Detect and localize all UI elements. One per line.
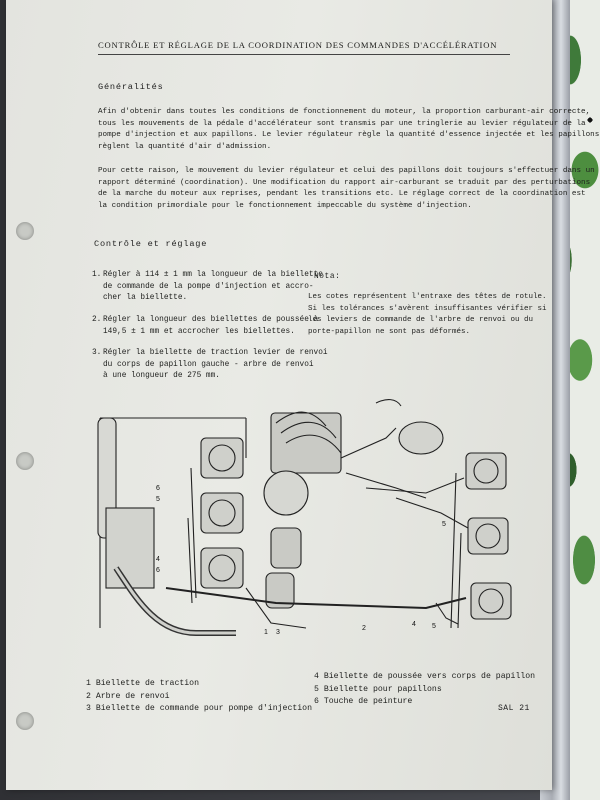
legend-right: 4 Biellette de poussée vers corps de pap… <box>314 671 535 709</box>
step-1: 1. Régler à 114 ± 1 mm la longueur de la… <box>92 270 323 310</box>
throttle-valve <box>473 458 499 484</box>
legend-item: 1 Biellette de traction <box>86 679 200 688</box>
legend-left: 1 Biellette de traction 2 Arbre de renvo… <box>86 678 312 716</box>
filter-cap <box>398 421 444 455</box>
callout-label: 5 <box>156 496 160 503</box>
right-linkage <box>365 477 469 625</box>
step-line: 149,5 ± 1 mm et accrocher les biellettes… <box>103 327 295 336</box>
section-heading-generalites: Généralités <box>98 82 164 92</box>
note-line: Si les tolérances s'avèrent insuffisante… <box>308 304 547 313</box>
right-push-rods <box>450 472 462 629</box>
throttle-valve <box>208 444 236 472</box>
step-line: Régler à 114 ± 1 mm la longueur de la bi… <box>103 271 323 279</box>
step-number: 1. <box>92 271 102 279</box>
step-line: de commande de la pompe d'injection et a… <box>103 282 314 291</box>
left-block <box>105 507 155 589</box>
cylinder <box>265 572 295 609</box>
paragraph-line: Pour cette raison, le mouvement du levie… <box>98 167 595 175</box>
throttle-body-right-2 <box>467 517 509 555</box>
callout-label: 6 <box>156 567 160 574</box>
intake-pipe-inner <box>114 567 236 635</box>
note-block: Nota: Les cotes représentent l'entraxe d… <box>308 272 547 342</box>
legend-item: 4 Biellette de poussée vers corps de pap… <box>314 672 536 681</box>
step-line: à une longueur de 275 mm. <box>103 372 220 381</box>
injection-lines <box>275 411 342 454</box>
page-code: SAL 21 <box>498 704 530 713</box>
callout-label: 2 <box>362 625 366 632</box>
throttle-body-left-1 <box>200 437 244 479</box>
step-number: 2. <box>92 316 102 324</box>
throttle-valve <box>475 523 501 549</box>
pump-drive <box>263 470 309 516</box>
callout-label: 6 <box>156 485 160 492</box>
legend-item: 5 Biellette pour papillons <box>314 684 442 694</box>
document-page: CONTRÔLE ET RÉGLAGE DE LA COORDINATION D… <box>6 0 599 790</box>
relay-shaft <box>165 587 467 610</box>
note-line: porte-papillon ne sont pas déformés. <box>308 327 471 336</box>
paragraph-line: rapport déterminé (coordination). Une mo… <box>98 178 591 187</box>
callout-label: 4 <box>412 621 416 628</box>
paragraph-line: la condition primordiale pour le fonctio… <box>98 201 472 210</box>
punch-hole <box>16 452 34 470</box>
throttle-body-left-3 <box>200 547 244 589</box>
throttle-valve <box>208 554 236 582</box>
punch-hole <box>16 712 34 730</box>
throttle-valve <box>208 499 236 527</box>
legend-item: 3 Biellette de commande pour pompe d'inj… <box>86 704 313 714</box>
paragraph-line: tous les mouvements de la pédale d'accél… <box>98 119 586 128</box>
legend-item: 6 Touche de peinture <box>314 697 413 707</box>
link-rod <box>345 472 427 499</box>
cylinder <box>270 527 302 569</box>
section-heading-controle: Contrôle et réglage <box>94 239 208 249</box>
traction-rod <box>245 587 307 629</box>
throttle-valve <box>478 588 504 614</box>
note-line: Les cotes représentent l'entraxe des têt… <box>308 293 547 301</box>
header-divider <box>98 54 510 55</box>
callout-label: 3 <box>276 629 280 636</box>
paragraph-coordination: Pour cette raison, le mouvement du levie… <box>98 166 595 212</box>
note-line: les leviers de commande de l'arbre de re… <box>308 316 534 325</box>
push-rod-left <box>187 467 197 604</box>
paragraph-line: de la marche du moteur aux reprises, pen… <box>98 190 586 199</box>
callout-label: 1 <box>264 629 268 636</box>
step-2: 2. Régler la longueur des biellettes de … <box>92 315 318 343</box>
paragraph-line: pompe d'injection et aux papillons. Le l… <box>98 131 600 140</box>
link-rod <box>340 427 397 459</box>
step-number: 3. <box>92 349 102 357</box>
linkage-diagram: 6 5 4 6 1 3 2 4 5 5 <box>97 399 512 636</box>
punch-hole <box>16 222 34 240</box>
step-3: 3. Régler la biellette de traction levie… <box>92 348 328 388</box>
note-label: Nota: <box>314 273 341 281</box>
paragraph-line: règlent la quantité d'air d'admission. <box>98 142 272 151</box>
throttle-body-right-3 <box>470 582 512 620</box>
callout-label: 5 <box>432 623 436 630</box>
page-title: CONTRÔLE ET RÉGLAGE DE LA COORDINATION D… <box>98 40 498 50</box>
paragraph-intro: Afin d'obtenir dans toutes les condition… <box>98 107 599 153</box>
throttle-body-left-2 <box>200 492 244 534</box>
paragraph-line: Afin d'obtenir dans toutes les condition… <box>98 108 591 116</box>
outlet <box>375 399 402 407</box>
step-line: du corps de papillon gauche - arbre de r… <box>103 360 314 369</box>
step-line: Régler la biellette de traction levier d… <box>103 349 328 357</box>
step-line: Régler la longueur des biellettes de pou… <box>103 316 319 324</box>
legend-item: 2 Arbre de renvoi <box>86 691 170 701</box>
callout-label: 5 <box>442 521 446 528</box>
callout-label: 4 <box>156 556 160 563</box>
step-line: cher la biellette. <box>103 294 188 303</box>
throttle-body-right-1 <box>465 452 507 490</box>
